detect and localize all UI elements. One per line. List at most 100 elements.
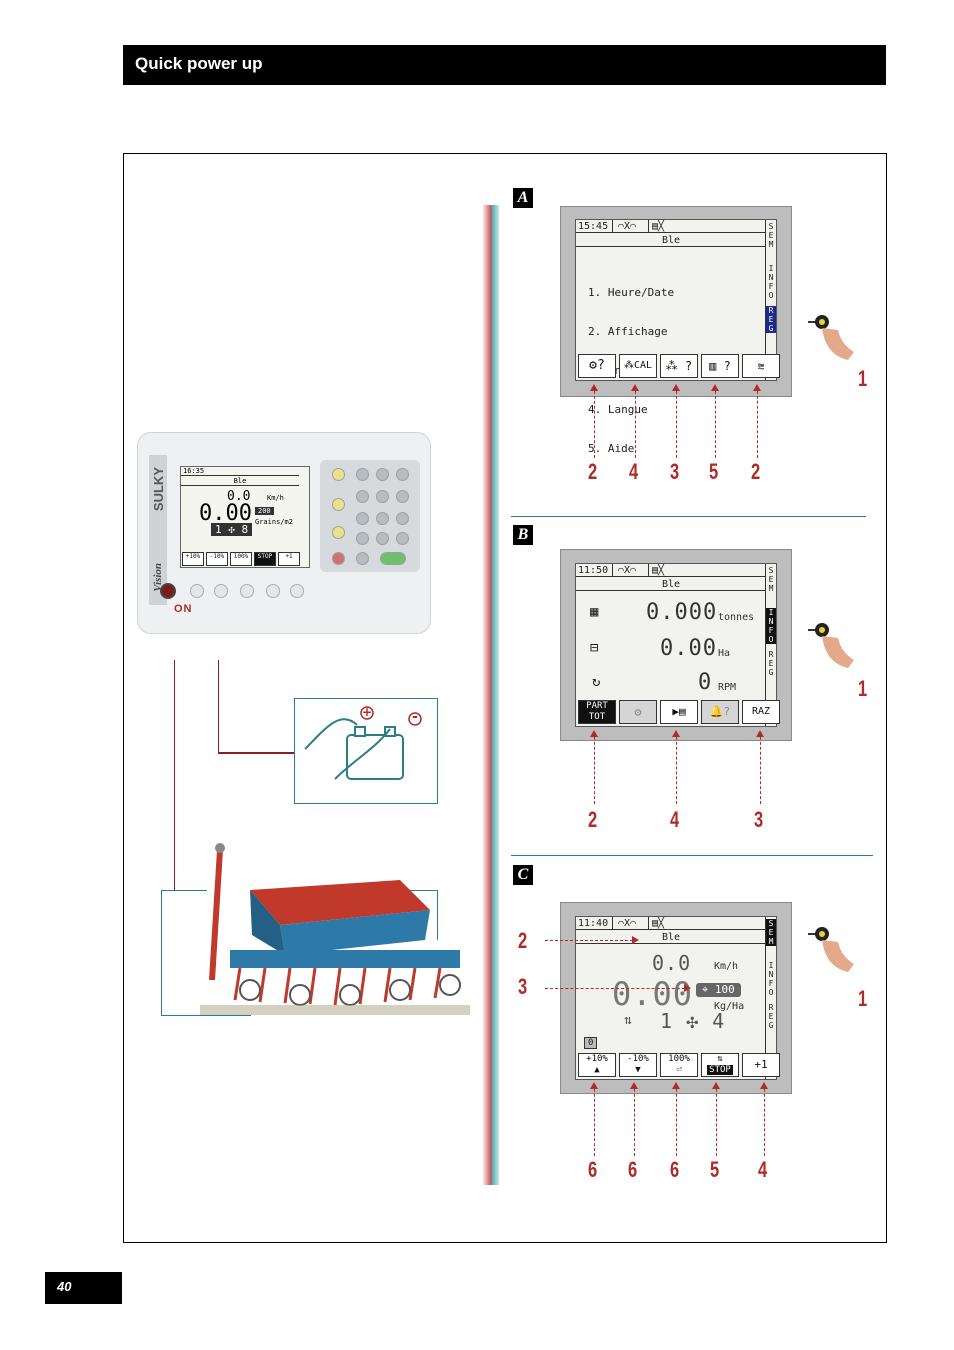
softkey-button-3[interactable] xyxy=(240,584,254,598)
callout-c-3: 6 xyxy=(670,1157,680,1182)
keypad-key-2[interactable] xyxy=(376,468,389,481)
keypad-enter-key[interactable] xyxy=(380,552,406,565)
on-label: ON xyxy=(174,603,193,615)
softkey-next-page[interactable]: ▶▤ xyxy=(660,700,698,724)
callout-a-4: 5 xyxy=(709,459,719,484)
console-tramline: 1 ✣ 8 xyxy=(211,523,253,536)
area-icon: ⊟ xyxy=(590,640,599,656)
keypad-key-esc[interactable] xyxy=(396,532,409,545)
softkey-alarms[interactable]: 🔔? xyxy=(701,700,739,724)
panel-c-tramline: 1 ✣ 4 xyxy=(660,1009,726,1033)
keypad-key-1[interactable] xyxy=(356,468,369,481)
softkey-stop[interactable]: ⇅STOP xyxy=(701,1053,739,1077)
keypad-key-0[interactable] xyxy=(356,532,369,545)
keypad-key-7[interactable] xyxy=(356,512,369,525)
softkey-button-4[interactable] xyxy=(266,584,280,598)
callout-c-hand: 1 xyxy=(858,986,868,1011)
menu-item-date[interactable]: 1. Heure/Date xyxy=(588,286,675,299)
keypad-yellow-key-1[interactable] xyxy=(332,468,345,481)
console-speed-unit: Km/h xyxy=(267,494,284,502)
seeder-bracket-left xyxy=(161,890,162,1016)
console-key-minus10[interactable]: -10% xyxy=(206,552,228,566)
softkey-width-setup[interactable]: ⩬ xyxy=(742,354,780,378)
console-speed: 0.0 xyxy=(227,489,251,504)
panel-a-screen: 15:45 ⌒X⌒ ▤╳ Ble 1. Heure/Date 2. Affich… xyxy=(575,219,780,455)
panel-b-time: 11:50 xyxy=(578,565,609,576)
console-rate-unit: Grains/m2 xyxy=(255,518,293,526)
menu-item-language[interactable]: 4. Langue xyxy=(588,403,648,416)
keypad-key-4[interactable] xyxy=(356,490,369,503)
console-key-stop[interactable]: STOP xyxy=(254,552,276,566)
keypad-key-3[interactable] xyxy=(396,468,409,481)
console-key-100[interactable]: 100% xyxy=(230,552,252,566)
panel-c-counter: 0 xyxy=(584,1037,598,1049)
callout-a-2: 4 xyxy=(629,459,639,484)
power-button[interactable] xyxy=(160,583,176,599)
menu-item-help[interactable]: 5. Aide xyxy=(588,442,635,455)
wire-to-seeder xyxy=(174,660,175,890)
panel-c-tag: C xyxy=(513,865,533,885)
panel-b-tag: B xyxy=(513,525,533,545)
seeder-bracket-bottom xyxy=(161,1015,251,1016)
panel-c-rate: 100 xyxy=(714,983,735,996)
brand-logo: SULKY xyxy=(151,467,166,512)
softkey-part-tot[interactable]: PART TOT xyxy=(578,700,616,724)
softkey-raz[interactable]: RAZ xyxy=(742,700,780,724)
keypad-key-9[interactable] xyxy=(396,512,409,525)
console-key-plus1[interactable]: +1 xyxy=(278,552,300,566)
panel-c-topbar: 11:40 ⌒X⌒ ▤╳ xyxy=(576,917,766,930)
softkey-100[interactable]: 100%⏎ xyxy=(660,1053,698,1077)
softkey-tramline-setup[interactable]: ▥ ? xyxy=(701,354,739,378)
softkey-minus10[interactable]: -10%▼ xyxy=(619,1053,657,1077)
console-brand-strip: SULKY Vision xyxy=(149,455,167,605)
softkey-plus1[interactable]: +1 xyxy=(742,1053,780,1077)
wire-to-battery-h xyxy=(218,752,294,754)
panel-a-bezel: 15:45 ⌒X⌒ ▤╳ Ble 1. Heure/Date 2. Affich… xyxy=(560,206,792,455)
softkey-plus10[interactable]: +10%▲ xyxy=(578,1053,616,1077)
keypad-yellow-key-3[interactable] xyxy=(332,526,345,539)
panel-b-bezel: 11:50 ⌒X⌒ ▤╳ Ble ▦ 0.000 tonnes ⊟ 0.00 H… xyxy=(560,549,792,741)
callout-c-4: 5 xyxy=(710,1157,720,1182)
keypad-key-5[interactable] xyxy=(376,490,389,503)
keypad-red-key[interactable] xyxy=(332,552,345,565)
console-big-value: 0.00 xyxy=(199,501,252,526)
panel-c-time: 11:40 xyxy=(578,918,609,929)
panel-c-rate-target: ⌖ 100 xyxy=(696,983,741,997)
keypad-key-6[interactable] xyxy=(396,490,409,503)
battery-illustration: + - xyxy=(294,698,438,804)
softkey-fan[interactable]: ⚙ xyxy=(619,700,657,724)
keypad-key-8[interactable] xyxy=(376,512,389,525)
softkey-button-5[interactable] xyxy=(290,584,304,598)
finger-press-icon xyxy=(808,315,854,360)
panel-c-rate-actual: 0.00 xyxy=(612,975,694,1013)
keypad-back-key[interactable] xyxy=(356,552,369,565)
callout-b-3: 3 xyxy=(754,807,764,832)
callout-a-5: 2 xyxy=(751,459,761,484)
finger-press-icon xyxy=(808,623,854,668)
console-crop: Ble xyxy=(181,477,299,486)
softkey-calibration[interactable]: ⁂CAL xyxy=(619,354,657,378)
keypad-yellow-key-2[interactable] xyxy=(332,498,345,511)
finger-press-icon xyxy=(808,927,854,972)
softkey-button-1[interactable] xyxy=(190,584,204,598)
panel-c-crop: Ble xyxy=(576,931,766,944)
softkey-button-2[interactable] xyxy=(214,584,228,598)
content-frame xyxy=(123,153,887,1243)
console-key-plus10[interactable]: +10% xyxy=(182,552,204,566)
panel-b-quantity-unit: tonnes xyxy=(718,612,755,623)
keypad-key-dot[interactable] xyxy=(376,532,389,545)
menu-item-display[interactable]: 2. Affichage xyxy=(588,325,668,338)
panel-c-speed-unit: Km/h xyxy=(714,961,739,972)
softkey-speed-calibration[interactable]: ⚙? xyxy=(578,354,616,378)
softkey-seed-test[interactable]: ⁂ ? xyxy=(660,354,698,378)
